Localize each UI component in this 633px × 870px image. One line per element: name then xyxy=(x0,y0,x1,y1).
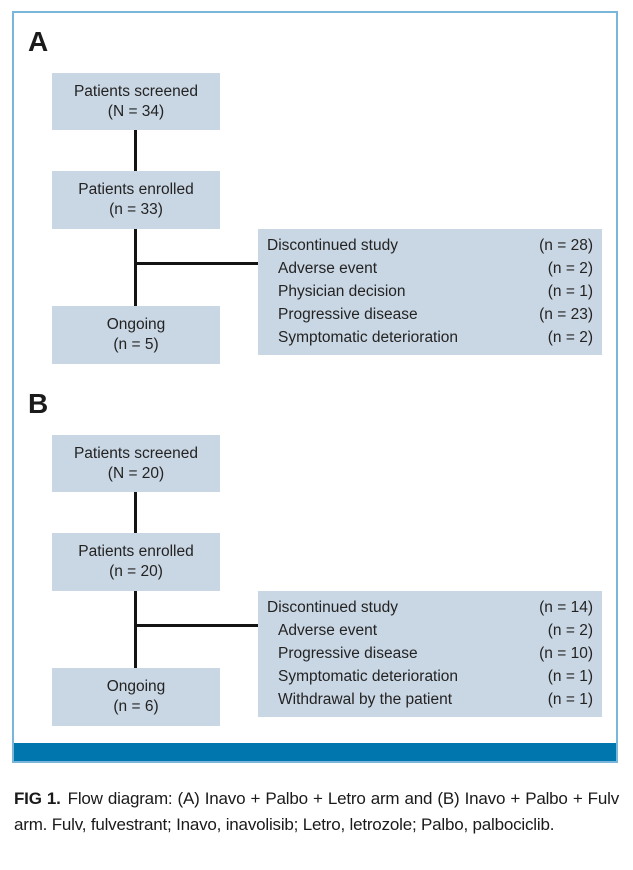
ongoing-count: (n = 5) xyxy=(113,336,159,353)
connector-enrolled-ongoing xyxy=(134,229,137,306)
panel-b-discontinued-box: Discontinued study (n = 14) Adverse even… xyxy=(258,591,602,717)
enrolled-title: Patients enrolled xyxy=(78,181,194,198)
connector-screened-enrolled xyxy=(134,492,137,533)
discontinued-row: Adverse event (n = 2) xyxy=(267,619,593,642)
panel-a-screened-box: Patients screened (N = 34) xyxy=(52,73,220,130)
connector-branch-discontinued xyxy=(136,262,258,265)
discontinued-row: Discontinued study (n = 14) xyxy=(267,596,593,619)
discontinued-value: (n = 2) xyxy=(547,622,593,639)
discontinued-label: Discontinued study xyxy=(267,237,398,254)
panel-a-enrolled-box: Patients enrolled (n = 33) xyxy=(52,171,220,229)
discontinued-row: Discontinued study (n = 28) xyxy=(267,234,593,257)
screened-title: Patients screened xyxy=(73,444,199,462)
enrolled-title: Patients enrolled xyxy=(78,543,194,560)
figure-frame: A Patients screened (N = 34) Patients en… xyxy=(12,11,618,763)
discontinued-value: (n = 23) xyxy=(539,306,593,323)
screened-title: Patients screened xyxy=(73,82,199,100)
discontinued-row: Physician decision (n = 1) xyxy=(267,280,593,303)
discontinued-row: Withdrawal by the patient (n = 1) xyxy=(267,688,593,711)
enrolled-count: (n = 33) xyxy=(109,201,163,218)
discontinued-label: Adverse event xyxy=(278,622,378,639)
figure-caption-label: FIG 1. xyxy=(14,789,61,808)
ongoing-title: Ongoing xyxy=(106,678,166,695)
screened-count: (N = 20) xyxy=(107,464,165,482)
discontinued-row: Adverse event (n = 2) xyxy=(267,257,593,280)
discontinued-row: Progressive disease (n = 23) xyxy=(267,303,593,326)
enrolled-count: (n = 20) xyxy=(109,563,163,580)
panel-b-enrolled-box: Patients enrolled (n = 20) xyxy=(52,533,220,591)
discontinued-value: (n = 2) xyxy=(547,260,593,277)
discontinued-label: Discontinued study xyxy=(267,599,398,616)
discontinued-value: (n = 28) xyxy=(539,237,593,254)
discontinued-label: Progressive disease xyxy=(278,645,418,662)
discontinued-value: (n = 2) xyxy=(547,329,593,346)
discontinued-value: (n = 1) xyxy=(547,283,593,300)
connector-branch-discontinued xyxy=(136,624,258,627)
connector-enrolled-ongoing xyxy=(134,591,137,668)
discontinued-label: Withdrawal by the patient xyxy=(278,691,453,708)
panel-b-ongoing-box: Ongoing (n = 6) xyxy=(52,668,220,726)
discontinued-label: Symptomatic deterioration xyxy=(278,329,459,346)
discontinued-value: (n = 1) xyxy=(547,668,593,685)
panel-b: B Patients screened (N = 20) Patients en… xyxy=(14,388,616,750)
panel-a: A Patients screened (N = 34) Patients en… xyxy=(14,26,616,388)
panel-a-discontinued-box: Discontinued study (n = 28) Adverse even… xyxy=(258,229,602,355)
ongoing-title: Ongoing xyxy=(106,316,166,333)
discontinued-row: Progressive disease (n = 10) xyxy=(267,642,593,665)
figure-footer-accent-bar xyxy=(14,743,616,761)
discontinued-label: Progressive disease xyxy=(278,306,418,323)
panel-b-label: B xyxy=(28,388,49,419)
ongoing-count: (n = 6) xyxy=(113,698,159,715)
discontinued-label: Symptomatic deterioration xyxy=(278,668,459,685)
panel-a-label: A xyxy=(28,26,49,57)
screened-count: (N = 34) xyxy=(107,102,165,120)
discontinued-value: (n = 10) xyxy=(539,645,593,662)
connector-screened-enrolled xyxy=(134,130,137,171)
discontinued-value: (n = 1) xyxy=(547,691,593,708)
discontinued-row: Symptomatic deterioration (n = 1) xyxy=(267,665,593,688)
panel-b-screened-box: Patients screened (N = 20) xyxy=(52,435,220,492)
discontinued-value: (n = 14) xyxy=(539,599,593,616)
discontinued-row: Symptomatic deterioration (n = 2) xyxy=(267,326,593,349)
panel-a-ongoing-box: Ongoing (n = 5) xyxy=(52,306,220,364)
figure-caption: FIG 1.Flow diagram: (A) Inavo + Palbo + … xyxy=(14,786,619,838)
discontinued-label: Physician decision xyxy=(278,283,406,300)
discontinued-label: Adverse event xyxy=(278,260,378,277)
figure-caption-text: Flow diagram: (A) Inavo + Palbo + Letro … xyxy=(14,789,619,834)
